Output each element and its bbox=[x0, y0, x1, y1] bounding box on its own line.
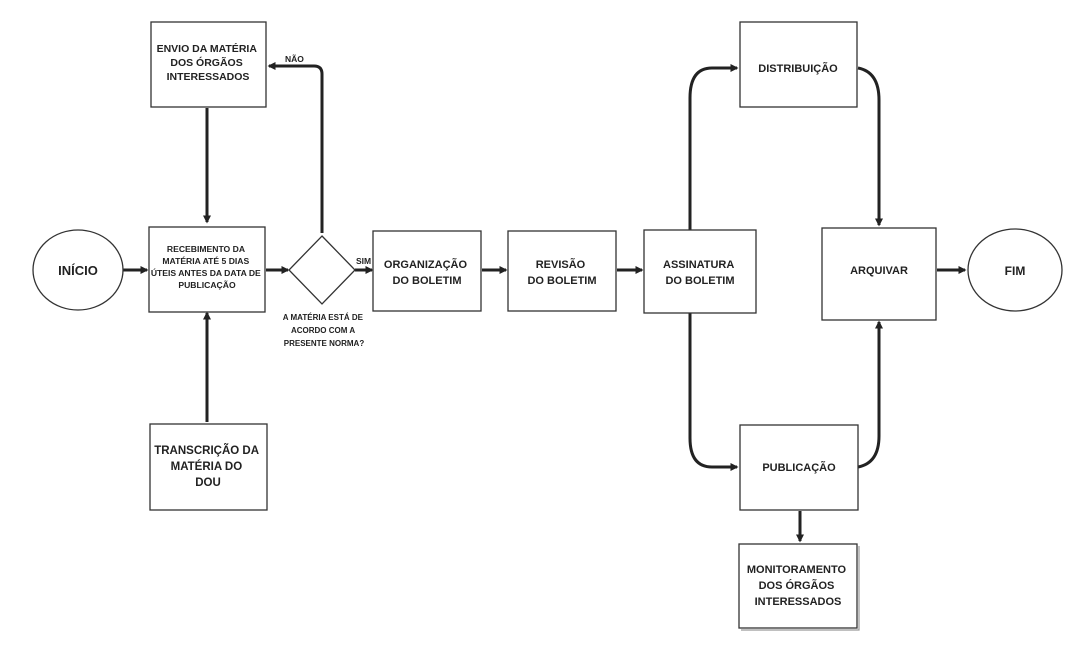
decisao-question: A MATÉRIA ESTÁ DE ACORDO COM A PRESENTE … bbox=[283, 313, 365, 348]
arquivar-label: ARQUIVAR bbox=[850, 265, 908, 277]
node-inicio: INÍCIO bbox=[32, 229, 124, 311]
transcricao-label: TRANSCRIÇÃO DA MATÉRIA DO DOU bbox=[154, 444, 262, 489]
edge-assinatura-distribuicao bbox=[688, 64, 739, 232]
node-transcricao: TRANSCRIÇÃO DA MATÉRIA DO DOU bbox=[149, 423, 268, 511]
recebimento-box bbox=[148, 226, 266, 313]
revisao-box bbox=[507, 230, 617, 312]
node-publicacao: PUBLICAÇÃO bbox=[739, 424, 859, 511]
edge-label-sim: SIM bbox=[356, 256, 371, 266]
node-decisao: A MATÉRIA ESTÁ DE ACORDO COM A PRESENTE … bbox=[283, 235, 365, 348]
monitoramento-shadow bbox=[741, 546, 860, 631]
revisao-label: REVISÃO DO BOLETIM bbox=[527, 258, 596, 287]
end-ellipse bbox=[967, 228, 1063, 312]
node-fim: FIM bbox=[967, 228, 1063, 312]
edge-distribuicao-arquivar bbox=[857, 66, 883, 227]
assinatura-label: ASSINATURA DO BOLETIM bbox=[663, 259, 737, 287]
edge-decisao-envio bbox=[267, 62, 324, 233]
distribuicao-label: DISTRIBUIÇÃO bbox=[758, 62, 838, 75]
transcricao-box bbox=[149, 423, 268, 511]
fim-label: FIM bbox=[1005, 264, 1026, 278]
monitoramento-label: MONITORAMENTO DOS ÓRGÃOS INTERESSADOS bbox=[747, 564, 849, 608]
organizacao-label: ORGANIZAÇÃO DO BOLETIM bbox=[384, 258, 470, 287]
node-monitoramento: MONITORAMENTO DOS ÓRGÃOS INTERESSADOS bbox=[738, 543, 860, 631]
edge-publicacao-arquivar bbox=[857, 320, 883, 469]
arquivar-box bbox=[821, 227, 937, 321]
node-recebimento: RECEBIMENTO DA MATÉRIA ATÉ 5 DIAS ÚTEIS … bbox=[148, 226, 266, 313]
edge-label-nao: NÃO bbox=[285, 54, 304, 64]
connectors bbox=[122, 62, 967, 543]
node-revisao: REVISÃO DO BOLETIM bbox=[507, 230, 617, 312]
node-organizacao: ORGANIZAÇÃO DO BOLETIM bbox=[372, 230, 482, 312]
recebimento-label: RECEBIMENTO DA MATÉRIA ATÉ 5 DIAS ÚTEIS … bbox=[151, 244, 263, 290]
assinatura-box bbox=[643, 229, 757, 314]
envio-label: ENVIO DA MATÉRIA DOS ÓRGÃOS INTERESSADOS bbox=[157, 42, 260, 83]
envio-box bbox=[150, 21, 267, 108]
node-assinatura: ASSINATURA DO BOLETIM bbox=[643, 229, 757, 314]
monitoramento-box bbox=[738, 543, 858, 629]
distribuicao-box bbox=[739, 21, 858, 108]
decision-diamond bbox=[288, 235, 356, 305]
node-envio: ENVIO DA MATÉRIA DOS ÓRGÃOS INTERESSADOS bbox=[150, 21, 267, 108]
start-ellipse bbox=[32, 229, 124, 311]
publicacao-box bbox=[739, 424, 859, 511]
node-arquivar: ARQUIVAR bbox=[821, 227, 937, 321]
node-distribuicao: DISTRIBUIÇÃO bbox=[739, 21, 858, 108]
edge-assinatura-publicacao bbox=[688, 312, 739, 471]
publicacao-label: PUBLICAÇÃO bbox=[762, 461, 836, 474]
inicio-label: INÍCIO bbox=[58, 263, 98, 278]
organizacao-box bbox=[372, 230, 482, 312]
